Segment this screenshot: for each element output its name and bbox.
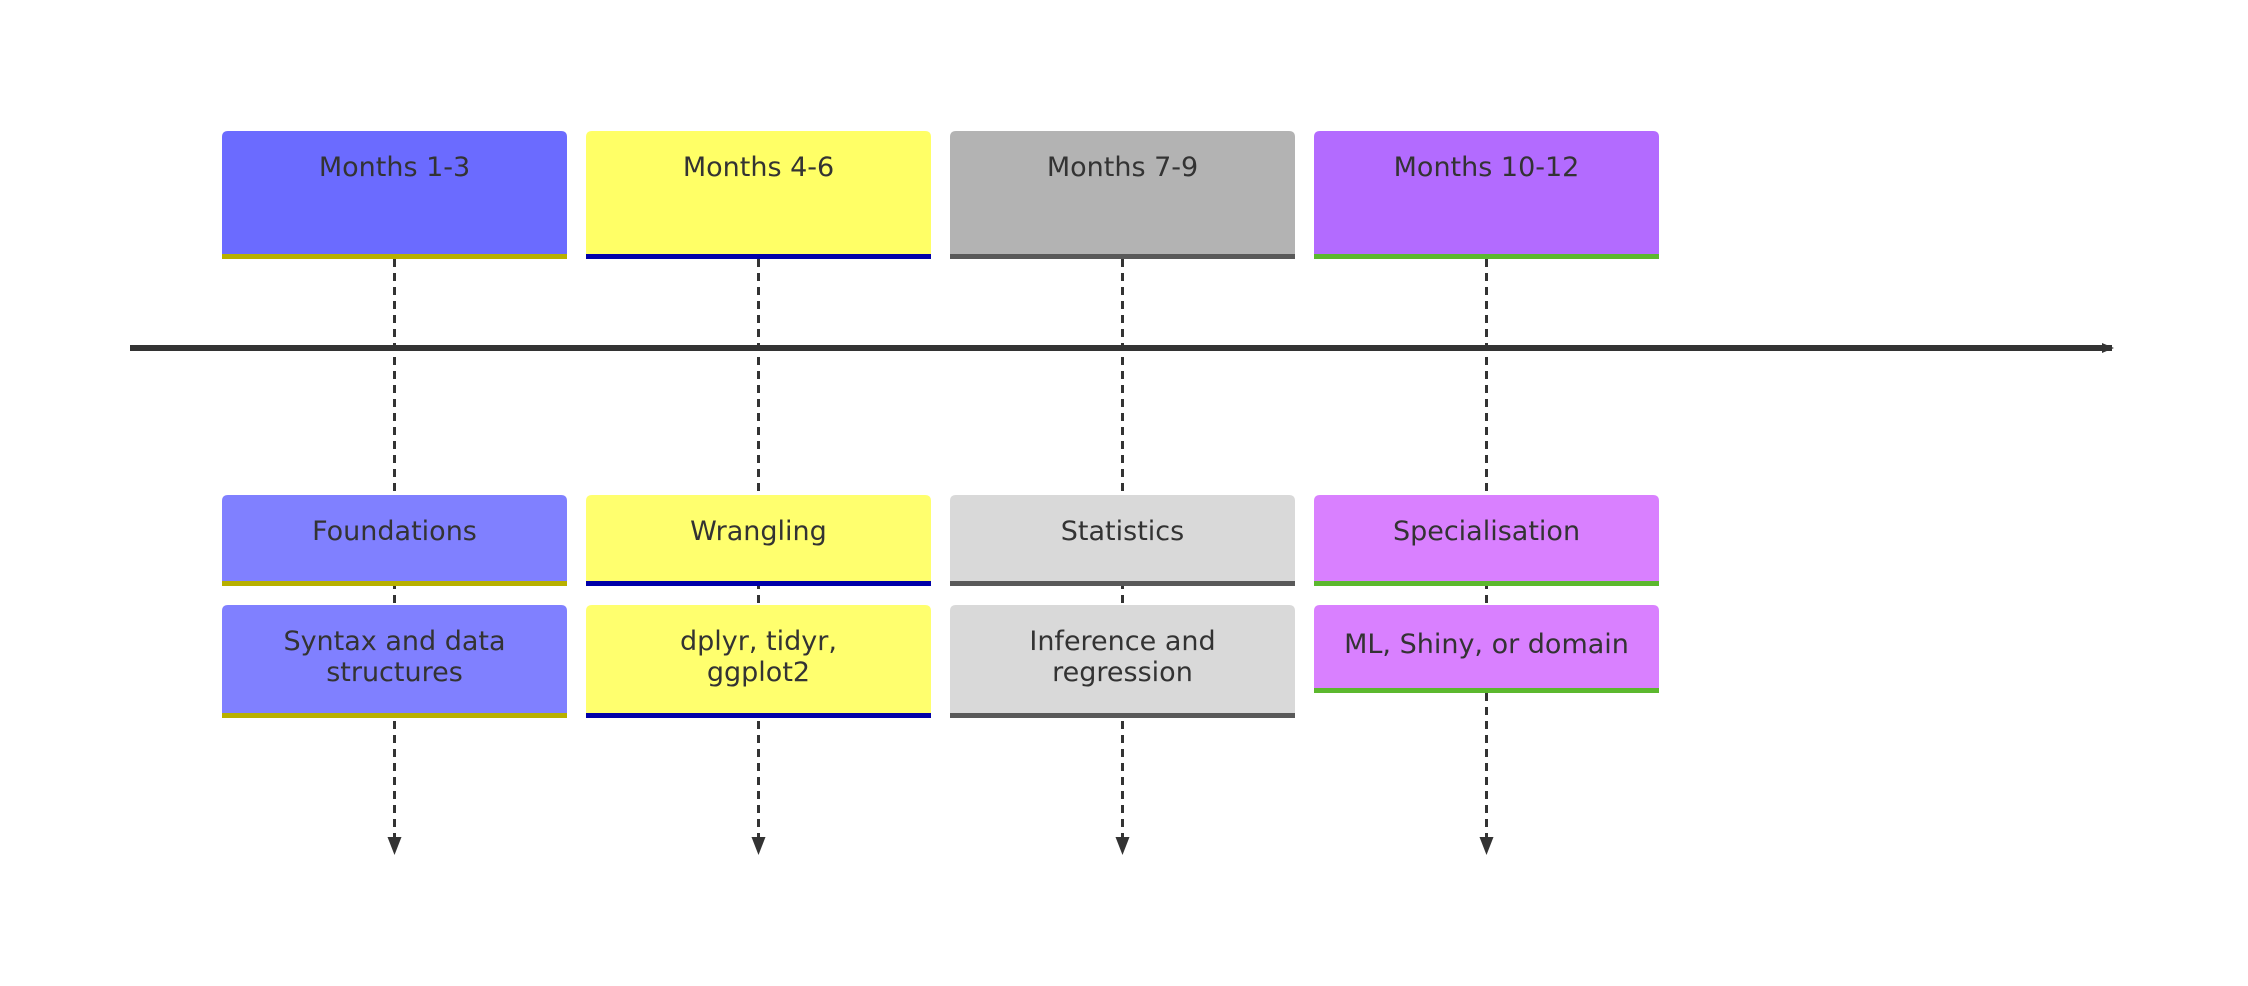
event-card: dplyr, tidyr,ggplot2: [586, 605, 931, 718]
event-card-border: [222, 713, 567, 718]
event-label: dplyr, tidyr,ggplot2: [680, 626, 837, 688]
section-label: Wrangling: [690, 516, 827, 547]
event-card-border: [586, 713, 931, 718]
event-label: ML, Shiny, or domain: [1344, 629, 1629, 660]
section-card-fill: [1314, 495, 1659, 586]
section-card-fill: [950, 495, 1295, 586]
period-card: Months 7-9: [950, 131, 1295, 259]
section-card-fill: [222, 495, 567, 586]
connector-arrowhead: [387, 837, 402, 855]
period-card: Months 10-12: [1314, 131, 1659, 259]
section-card: Foundations: [222, 495, 567, 586]
section-card-border: [222, 581, 567, 586]
section-card: Statistics: [950, 495, 1295, 586]
period-label: Months 7-9: [1047, 152, 1198, 183]
event-card: ML, Shiny, or domain: [1314, 605, 1659, 693]
section-card-border: [950, 581, 1295, 586]
period-label: Months 4-6: [683, 152, 834, 183]
event-card-fill: [950, 605, 1295, 718]
period-label: Months 10-12: [1394, 152, 1580, 183]
section-card-border: [586, 581, 931, 586]
section-card-fill: [586, 495, 931, 586]
period-card: Months 4-6: [586, 131, 931, 259]
period-card-fill: [222, 131, 567, 259]
event-card-fill: [222, 605, 567, 718]
section-label: Specialisation: [1393, 516, 1580, 547]
connector-arrowhead: [1115, 837, 1130, 855]
event-card-border: [1314, 688, 1659, 693]
period-card-border: [1314, 254, 1659, 259]
section-card: Specialisation: [1314, 495, 1659, 586]
period-label: Months 1-3: [319, 152, 470, 183]
section-card: Wrangling: [586, 495, 931, 586]
period-card-border: [950, 254, 1295, 259]
section-label: Statistics: [1061, 516, 1184, 547]
event-card-fill: [586, 605, 931, 718]
section-card-border: [1314, 581, 1659, 586]
connector-arrowhead: [1479, 837, 1494, 855]
period-card-fill: [950, 131, 1295, 259]
period-card: Months 1-3: [222, 131, 567, 259]
period-card-fill: [1314, 131, 1659, 259]
period-card-border: [222, 254, 567, 259]
period-card-border: [586, 254, 931, 259]
connector-layer: [387, 259, 1494, 855]
event-card-fill: [1314, 605, 1659, 693]
event-card-border: [950, 713, 1295, 718]
period-card-fill: [586, 131, 931, 259]
section-label: Foundations: [312, 516, 477, 547]
connector-arrowhead: [751, 837, 766, 855]
